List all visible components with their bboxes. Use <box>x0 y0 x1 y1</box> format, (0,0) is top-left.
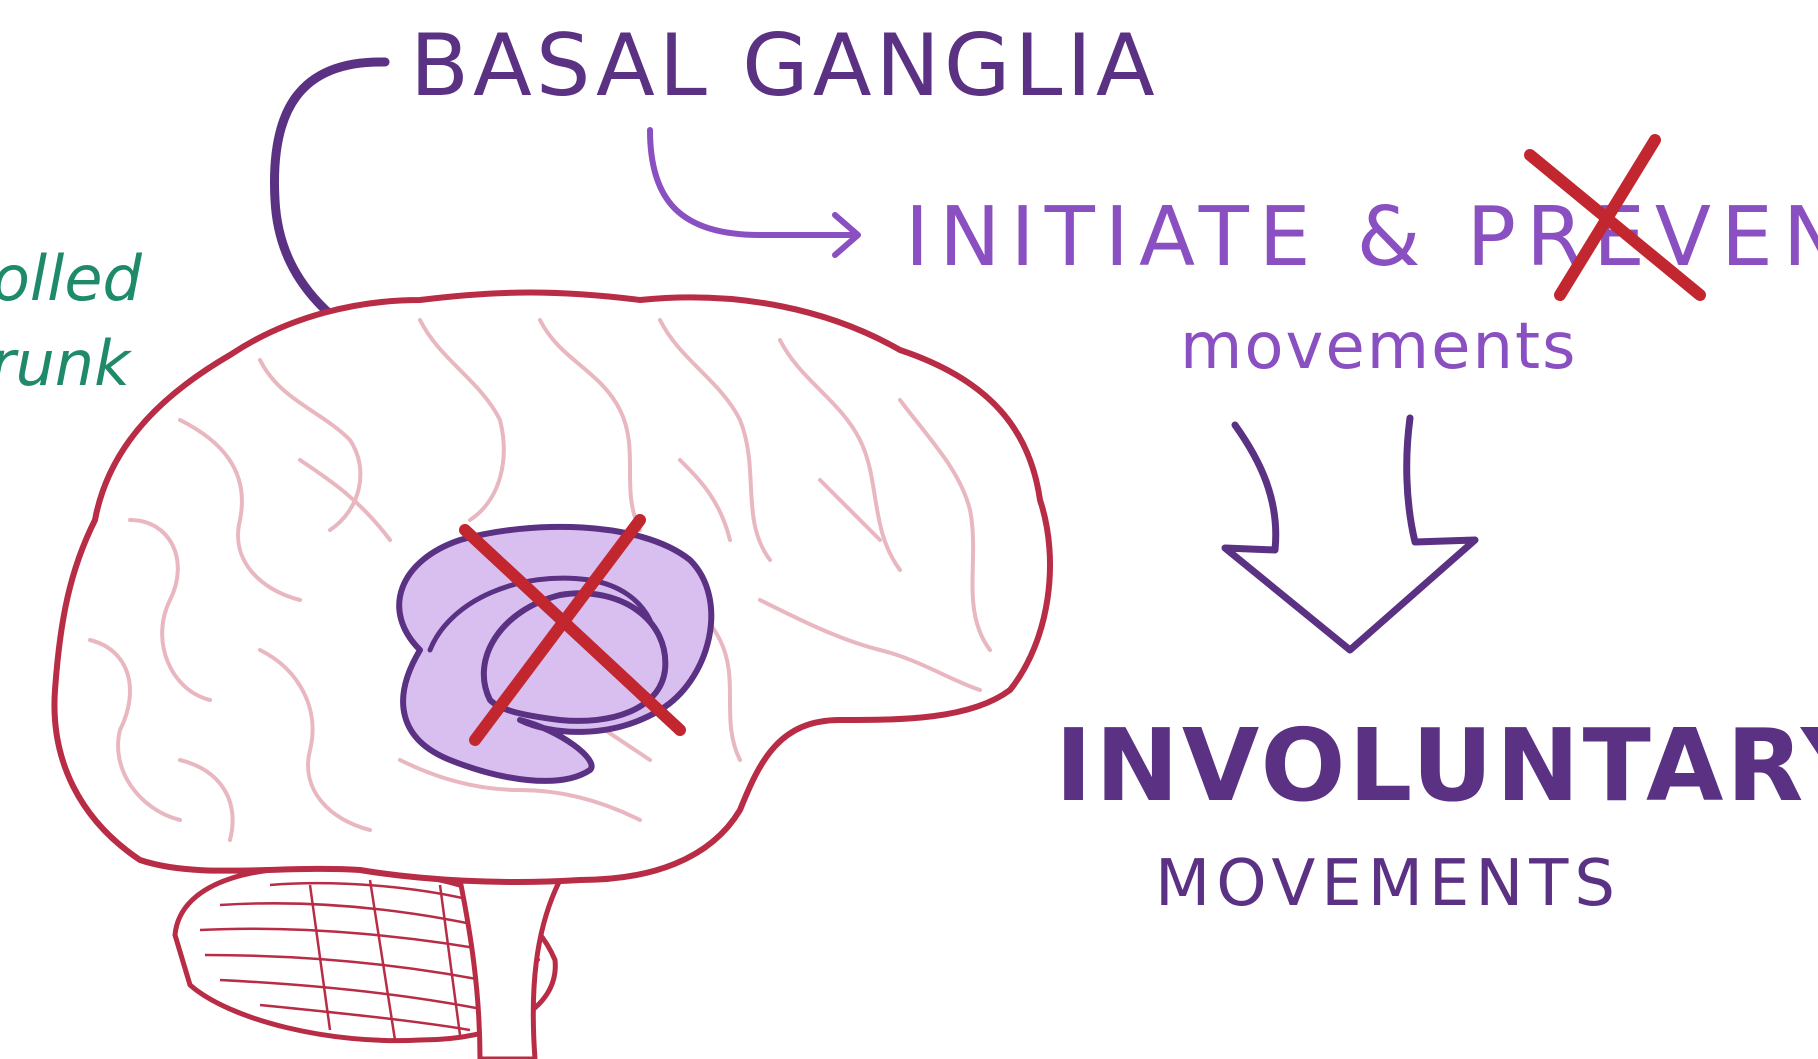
movements-small-text: movements <box>1180 310 1577 384</box>
basal-ganglia-title: BASAL GANGLIA <box>410 16 1159 116</box>
movements-caps-text: MOVEMENTS <box>1155 847 1621 921</box>
brain-illustration <box>54 293 1050 1059</box>
down-arrow <box>1225 418 1475 650</box>
left-green-text-line2: runk <box>0 327 132 400</box>
title-to-initiate-arrow <box>650 130 855 235</box>
initiate-prevent-text: INITIATE & PREVENT <box>905 190 1818 285</box>
involuntary-text: INVOLUNTARY <box>1055 707 1818 824</box>
left-green-text-line1: olled <box>0 242 143 315</box>
